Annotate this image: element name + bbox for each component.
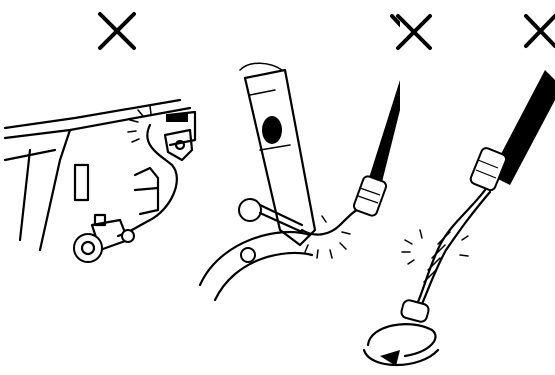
mounting-bracket [165, 114, 192, 160]
sensor-connector [74, 215, 134, 262]
sensor-tip [239, 199, 302, 232]
wire-sheath [469, 70, 555, 192]
panel-wire-twisted [350, 0, 555, 375]
rotation-arrow-icon [364, 324, 438, 366]
cross-mark-icon [100, 14, 134, 48]
sensor-wire [118, 125, 177, 236]
wire-twisted-drawing [350, 0, 555, 375]
cross-mark-icon [398, 16, 430, 48]
sensor-tip [400, 299, 430, 323]
chassis-frame [5, 100, 195, 250]
cross-mark-icon [526, 16, 555, 46]
twisted-sensor-wire [418, 190, 490, 304]
